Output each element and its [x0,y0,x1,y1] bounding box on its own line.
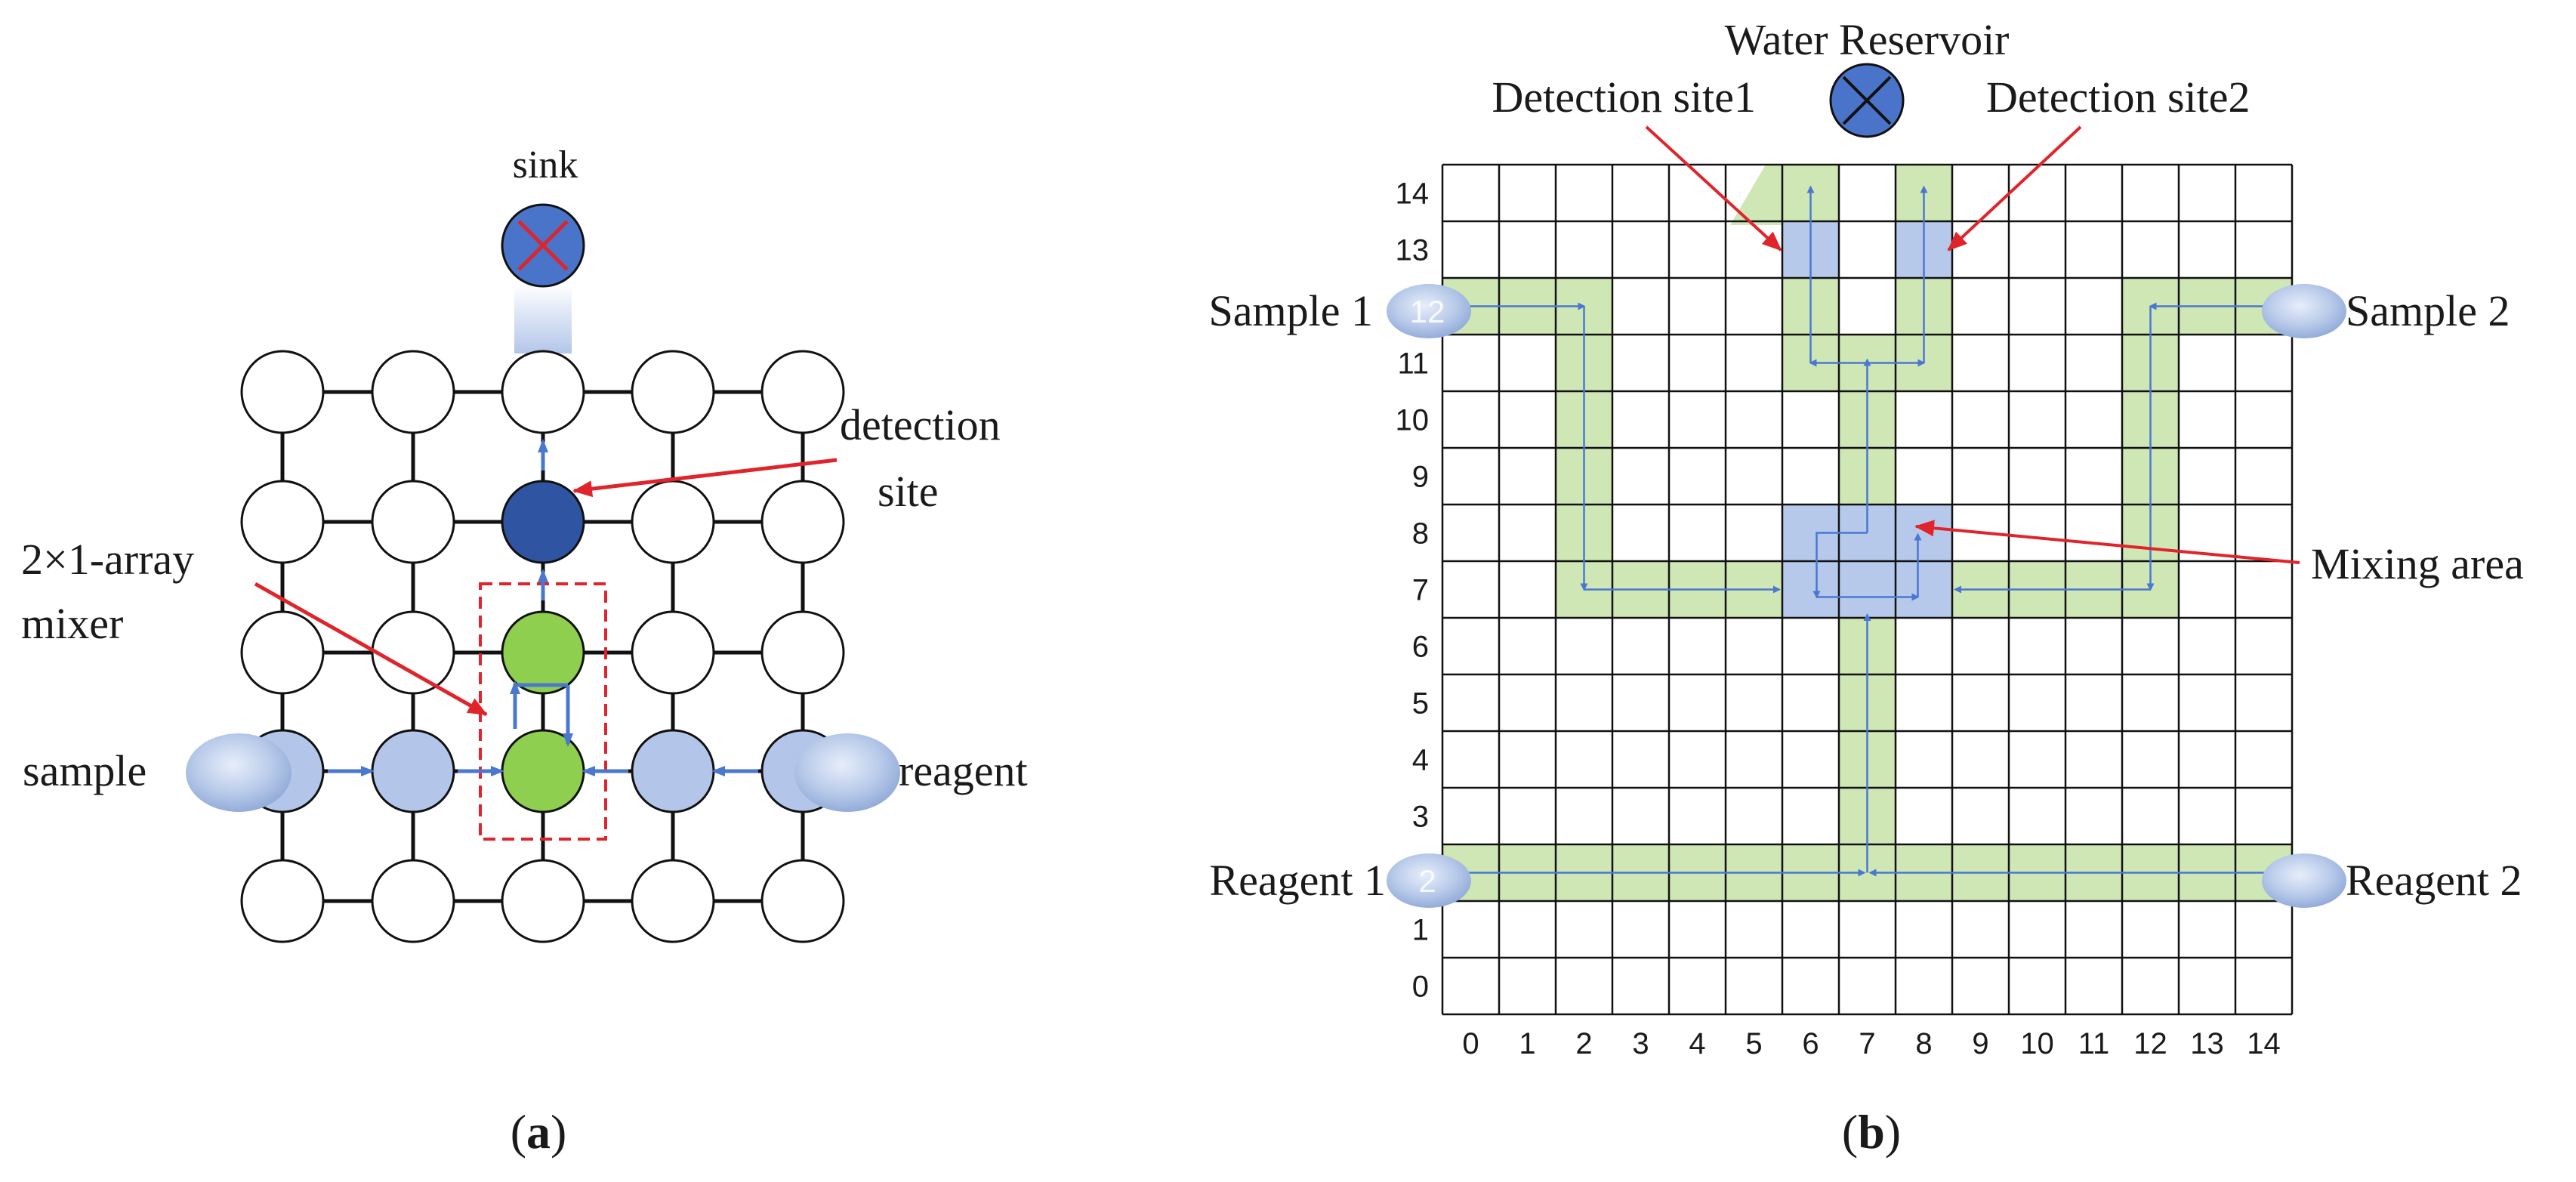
x-tick-label: 8 [1915,1027,1932,1060]
reagent2-port [2262,853,2346,908]
mixer-label-line2: mixer [21,599,123,648]
electrode [240,350,325,434]
y-tick-label: 9 [1412,461,1429,494]
detection-site-label-line1: detection [840,400,1001,449]
mixer-callout-arrow [254,582,488,717]
electrode [760,350,845,434]
x-tick-label: 9 [1972,1027,1988,1060]
electrode [371,350,455,434]
sink-label: sink [513,144,578,187]
transport-electrode [631,729,715,813]
sample1-port-number: 12 [1410,294,1445,329]
x-tick-label: 10 [2020,1027,2054,1060]
sink-neck [514,284,572,353]
reagent-label: reagent [899,746,1028,795]
electrode [631,480,715,564]
electrode [240,610,325,695]
sample2-port [2262,284,2346,338]
water-reservoir-icon [1829,63,1905,138]
mixing-area-label: Mixing area [2311,539,2524,588]
detection-site2-callout [1947,125,2082,252]
x-tick-label: 1 [1519,1027,1535,1060]
mixer-electrode [501,729,585,813]
flow-arrow [1812,532,1868,599]
electrode [501,350,585,434]
panel-b-letter: b [1858,1105,1885,1159]
y-tick-label: 3 [1412,801,1429,834]
flow-arrows [328,439,758,776]
detection-site2-label: Detection site2 [1986,73,2251,122]
transport-electrode [371,729,455,813]
y-tick-label: 13 [1396,234,1430,267]
detection-site1-callout [1645,125,1782,252]
y-tick-label: 6 [1412,631,1429,664]
electrode [501,859,585,943]
electrode [760,859,845,943]
panel-a-caption: (a) [511,1105,567,1159]
panel-b-caption: (b) [1842,1105,1901,1159]
reagent-inlet-port [794,733,900,812]
mixer-electrode [501,610,585,695]
x-tick-label: 7 [1859,1027,1875,1060]
electrode [371,480,455,564]
mixing-area-callout [1914,520,2300,564]
x-tick-label: 0 [1462,1027,1479,1060]
x-tick-label: 12 [2133,1027,2167,1060]
reagent1-port [1387,853,1471,908]
flow-arrows [1463,185,2272,877]
electrode [760,480,845,564]
sample-inlet-port [186,733,292,812]
y-tick-label: 0 [1412,971,1429,1004]
detection-site-label-line2: site [878,467,939,516]
x-tick-label: 5 [1745,1027,1762,1060]
electrode [631,350,715,434]
panel-a-letter: a [526,1105,551,1159]
electrode [631,859,715,943]
water-reservoir-label: Water Reservoir [1725,15,2010,64]
y-tick-label: 10 [1396,404,1430,437]
reagent1-port-number: 2 [1418,863,1436,899]
reagent1-label: Reagent 1 [1209,856,1386,905]
electrode [240,480,325,564]
sample1-port [1387,284,1471,338]
y-tick-label: 7 [1412,574,1429,607]
sample2-label: Sample 2 [2346,286,2510,335]
panel-a-electrode-array: sink detection site 2×1-array mixer samp… [21,144,1028,1159]
y-tick-label: 1 [1412,914,1429,947]
x-tick-label: 4 [1689,1027,1705,1060]
detection-callout-arrow [572,458,838,498]
x-tick-label: 14 [2247,1027,2281,1060]
sample-label: sample [23,746,147,795]
y-tick-label: 11 [1397,347,1429,381]
detection-site1-label: Detection site1 [1492,73,1756,122]
y-tick-label: 5 [1412,687,1429,721]
reagent2-label: Reagent 2 [2346,856,2522,905]
y-tick-label: 14 [1396,177,1430,211]
x-tick-label: 13 [2190,1027,2224,1060]
x-tick-label: 2 [1575,1027,1592,1060]
panel-b-chip-layout: 0123456789101112131401234567891011121314… [1209,15,2524,1159]
electrode [240,859,325,943]
sample1-label: Sample 1 [1209,286,1373,335]
x-tick-label: 11 [2078,1027,2110,1060]
y-tick-label: 8 [1412,517,1429,551]
electrode [371,610,455,695]
sink-reservoir-icon [501,203,585,288]
electrode [760,610,845,695]
mixer-label-line1: 2×1-array [21,535,194,584]
electrode [631,610,715,695]
electrode [371,859,455,943]
electrode-grid [240,350,845,943]
y-tick-label: 4 [1412,744,1429,777]
x-tick-label: 6 [1802,1027,1819,1060]
detection-electrode [501,480,585,564]
x-tick-label: 3 [1632,1027,1649,1060]
